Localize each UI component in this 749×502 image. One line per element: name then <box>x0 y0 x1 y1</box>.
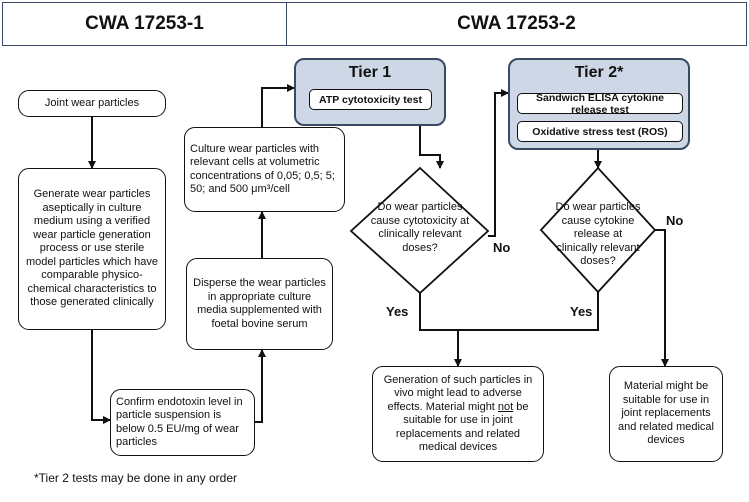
line-decision1-yes <box>419 292 599 331</box>
header-left: CWA 17253-1 <box>2 2 287 46</box>
tier1-panel: Tier 1 ATP cytotoxicity test <box>294 58 446 126</box>
decision1-no-label: No <box>493 240 511 255</box>
material-suitable-box: Material might be suitable for use in jo… <box>609 366 723 462</box>
arrow-generate-to-confirm <box>91 330 111 424</box>
adverse-effects-text-b: be suitable for use in joint replacement… <box>395 400 529 454</box>
decision2-text: Do wear particles cause cytokine release… <box>555 201 641 267</box>
material-suitable-text: Material might be suitable for use in jo… <box>617 380 714 447</box>
decision2-diamond <box>539 166 657 294</box>
joint-wear-particles-text: Joint wear particles <box>44 96 140 109</box>
confirm-endotoxin-text: Confirm endotoxin level in particle susp… <box>116 395 243 449</box>
culture-particles-text: Culture wear particles with relevant cel… <box>190 142 335 196</box>
adverse-effects-text: Generation of such particles in vivo mig… <box>378 374 538 455</box>
culture-particles-box: Culture wear particles with relevant cel… <box>184 127 345 212</box>
arrow-confirm-to-disperse <box>255 349 266 423</box>
header-left-title: CWA 17253-1 <box>85 13 204 34</box>
disperse-particles-box: Disperse the wear particles in appropria… <box>186 258 333 350</box>
disperse-particles-text: Disperse the wear particles in appropria… <box>193 277 326 330</box>
generate-particles-box: Generate wear particles aseptically in c… <box>18 168 166 330</box>
joint-wear-particles-box: Joint wear particles <box>18 90 166 117</box>
tier1-title: Tier 1 <box>348 64 392 81</box>
decision1-text: Do wear particles cause cytotoxicity at … <box>370 201 470 254</box>
header-right: CWA 17253-2 <box>286 2 747 46</box>
tier2-title: Tier 2* <box>574 64 624 81</box>
decision1-yes-label: Yes <box>386 304 409 319</box>
confirm-endotoxin-box: Confirm endotoxin level in particle susp… <box>110 389 255 456</box>
adverse-effects-not: not <box>497 400 514 413</box>
decision1-diamond <box>349 166 490 295</box>
decision2-yes-label: Yes <box>570 304 593 319</box>
arrow-tier1-to-decision1 <box>419 126 444 169</box>
footnote: *Tier 2 tests may be done in any order <box>34 471 237 485</box>
atp-cytotoxicity-test: ATP cytotoxicity test <box>309 89 432 110</box>
sandwich-elisa-test: Sandwich ELISA cytokine release test <box>517 92 683 116</box>
arrow-culture-to-tier1 <box>261 84 295 127</box>
decision2-no-label: No <box>666 213 684 228</box>
adverse-effects-text-a: Generation of such particles in vivo mig… <box>383 373 533 413</box>
tier2-panel: Tier 2* Sandwich ELISA cytokine release … <box>508 58 690 150</box>
generate-particles-text: Generate wear particles aseptically in c… <box>25 188 159 309</box>
adverse-effects-box: Generation of such particles in vivo mig… <box>372 366 544 462</box>
header-right-title: CWA 17253-2 <box>457 13 576 34</box>
arrow-decision1-no-to-tier2 <box>488 89 509 237</box>
arrow-decision2-no-to-suitable <box>655 229 669 367</box>
oxidative-stress-test: Oxidative stress test (ROS) <box>517 121 683 142</box>
